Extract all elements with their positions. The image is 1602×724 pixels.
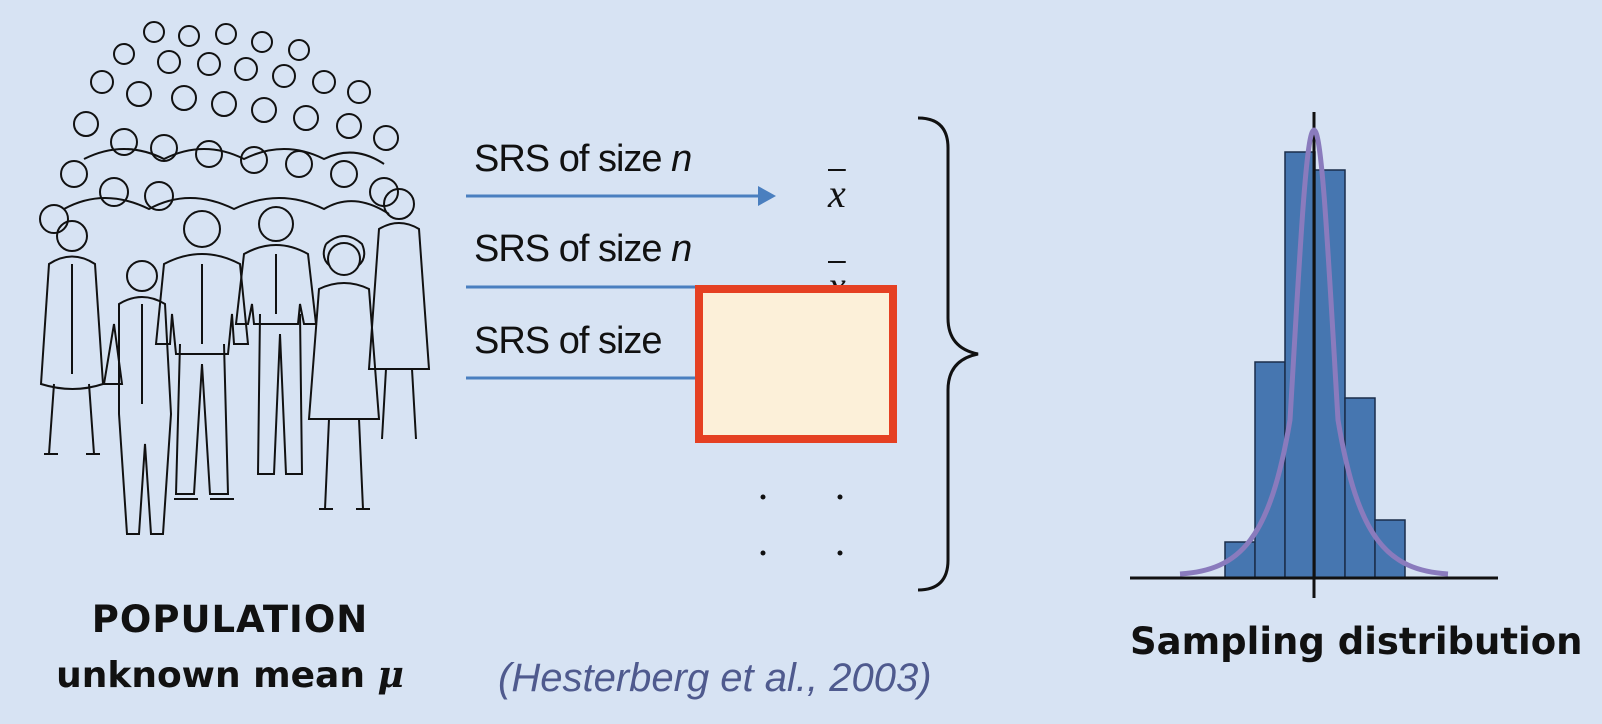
crowd-of-people-icon bbox=[39, 21, 431, 535]
occluding-box bbox=[695, 285, 897, 443]
sample-label-1-text: SRS of size bbox=[474, 138, 672, 180]
sample-label-2-text: SRS of size bbox=[474, 228, 672, 270]
sampling-distribution-label: Sampling distribution bbox=[1130, 620, 1583, 663]
hist-bar bbox=[1314, 169, 1346, 579]
sample-label-3-text: SRS of size bbox=[474, 320, 663, 362]
citation: (Hesterberg et al., 2003) bbox=[498, 656, 932, 700]
sample-label-1-var: n bbox=[671, 138, 692, 180]
sample-label-1: SRS of size n bbox=[474, 138, 692, 181]
curly-brace bbox=[917, 116, 979, 592]
population-subtitle: unknown mean μ bbox=[20, 655, 440, 696]
ellipsis-dots bbox=[760, 435, 843, 556]
population-subtitle-text: unknown mean bbox=[56, 655, 378, 696]
mu-symbol: μ bbox=[377, 654, 404, 696]
hist-bar bbox=[1374, 519, 1406, 579]
sampling-distribution-histogram bbox=[1130, 112, 1498, 598]
sample-label-2-var: n bbox=[671, 228, 692, 270]
sample-label-3: SRS of size bbox=[474, 320, 663, 363]
population-title: POPULATION bbox=[91, 598, 369, 641]
density-curve bbox=[1179, 127, 1449, 577]
sample-label-2: SRS of size n bbox=[474, 228, 692, 271]
arrow-1 bbox=[466, 186, 776, 206]
hist-bar bbox=[1344, 397, 1376, 579]
sample-mean-1: x bbox=[828, 171, 846, 216]
